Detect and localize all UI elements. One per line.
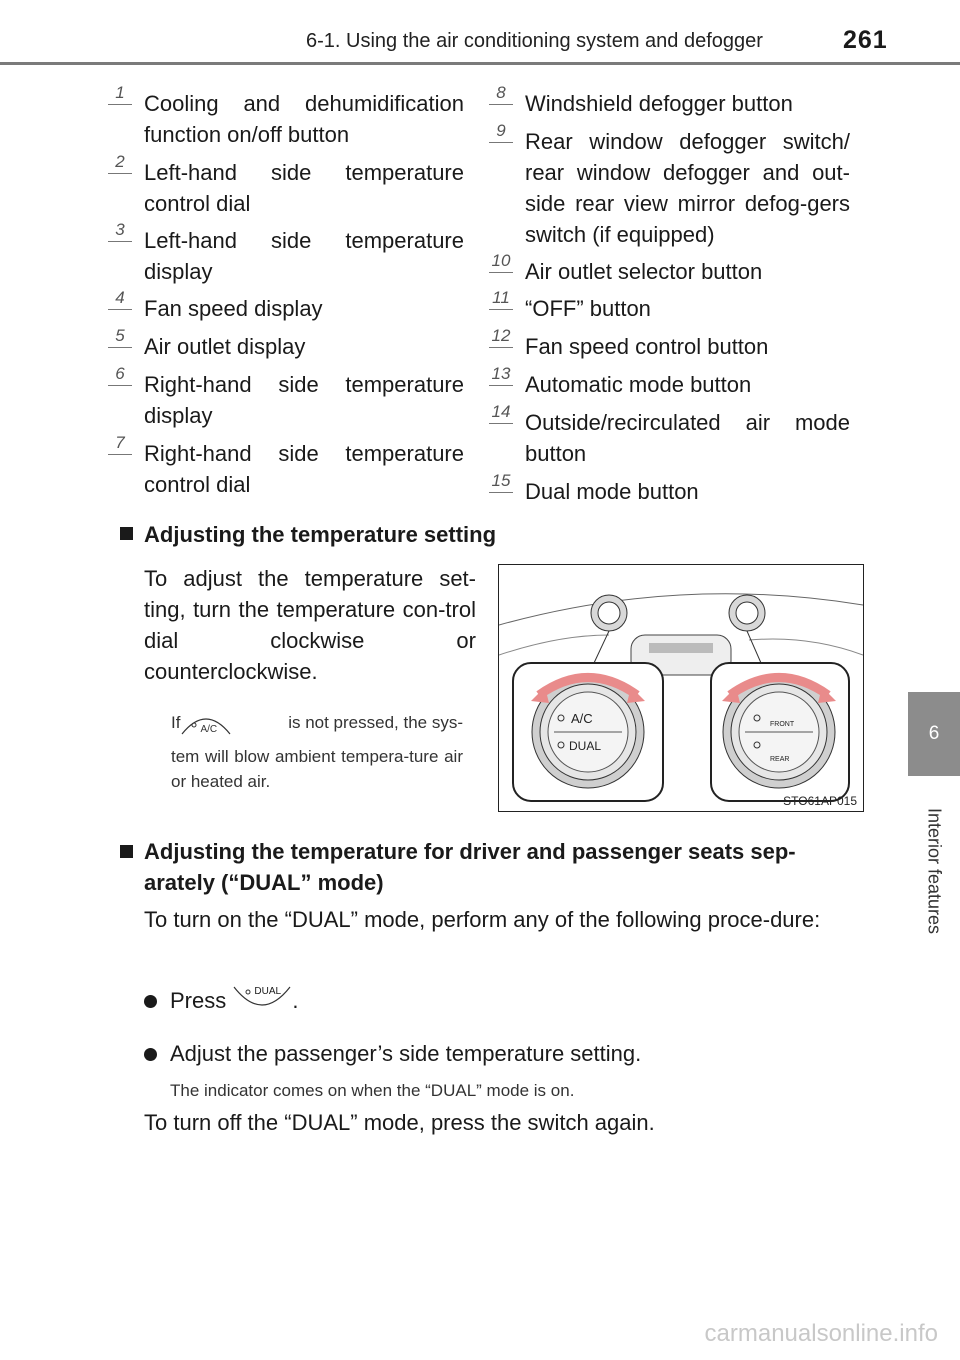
legend-item: 6 Right-hand side temperature display: [108, 364, 464, 431]
legend-text: Windshield defogger button: [525, 91, 793, 116]
section-heading-dual: Adjusting the temperature for driver and…: [120, 836, 856, 898]
round-bullet-icon: [144, 995, 157, 1008]
legend-item: 8 Windshield defogger button: [489, 83, 850, 119]
legend-text: Left-hand side temperature display: [144, 228, 464, 284]
ac-button-label: A/C: [200, 724, 218, 735]
legend-number: 10: [489, 250, 513, 273]
bullet-suffix: .: [292, 988, 299, 1013]
legend-item: 7 Right-hand side temperature control di…: [108, 433, 464, 500]
legend-number: 6: [108, 363, 132, 386]
temperature-note-line-2: tem will blow ambient tempera-ture air o…: [171, 747, 463, 791]
legend-item: 1 Cooling and dehumidification function …: [108, 83, 464, 150]
legend-item: 9 Rear window defogger switch/ rear wind…: [489, 121, 850, 250]
legend-text: Fan speed control button: [525, 334, 769, 359]
temperature-instructions: To adjust the temperature set-ting, turn…: [144, 566, 476, 684]
section-heading-text: Adjusting the temperature for driver and…: [144, 839, 796, 895]
dual-off-instructions: To turn off the “DUAL” mode, press the s…: [144, 1110, 655, 1135]
legend-text: Cooling and dehumidification function on…: [144, 91, 464, 147]
dial-label-ac: A/C: [571, 711, 593, 726]
chapter-tab-title: Interior features: [908, 776, 960, 966]
figure-code: STO61AP015: [783, 794, 857, 808]
climate-dials-illustration: A/C DUAL FRONT REAR STO61AP015: [498, 564, 864, 812]
legend-number: 11: [489, 287, 513, 310]
legend-number: 2: [108, 151, 132, 174]
legend-number: 14: [489, 401, 513, 424]
chapter-tab-number: 6: [908, 692, 960, 776]
legend-item: 10 Air outlet selector button: [489, 251, 850, 287]
legend-number: 13: [489, 363, 513, 386]
dual-intro: To turn on the “DUAL” mode, perform any …: [144, 907, 821, 932]
round-bullet-icon: [144, 1048, 157, 1061]
legend-item: 3 Left-hand side temperature display: [108, 220, 464, 287]
dual-bullet-press: Press DUAL .: [144, 986, 299, 1015]
dial-label-dual: DUAL: [569, 739, 601, 753]
legend-item: 11 “OFF” button: [489, 288, 850, 324]
legend-text: Air outlet selector button: [525, 259, 763, 284]
legend-item: 15 Dual mode button: [489, 471, 850, 507]
temperature-note-line-1: If A/C is not pressed, the sys-: [171, 708, 463, 736]
note-suffix: is not pressed, the sys-: [288, 712, 463, 732]
legend-number: 7: [108, 432, 132, 455]
legend-number: 9: [489, 120, 513, 143]
dual-button-icon: DUAL: [232, 983, 292, 1015]
legend-text: Automatic mode button: [525, 372, 752, 397]
dual-button-label: DUAL: [254, 986, 282, 998]
legend-number: 5: [108, 325, 132, 348]
dual-indicator-note: The indicator comes on when the “DUAL” m…: [170, 1081, 575, 1100]
bullet-text: Adjust the passenger’s side temperature …: [170, 1041, 642, 1066]
square-bullet-icon: [120, 845, 133, 858]
legend-item: 5 Air outlet display: [108, 326, 464, 362]
legend-text: Rear window defogger switch/ rear window…: [525, 129, 850, 247]
bullet-prefix: Press: [170, 988, 227, 1013]
legend-item: 2 Left-hand side temperature control dia…: [108, 152, 464, 219]
running-header-section: 6-1. Using the air conditioning system a…: [306, 30, 763, 52]
dials-drawing: A/C DUAL FRONT REAR: [498, 593, 864, 802]
section-heading-text: Adjusting the temperature setting: [144, 522, 497, 547]
dial-label-front: FRONT: [770, 721, 795, 728]
legend-text: “OFF” button: [525, 296, 651, 321]
legend-number: 1: [108, 82, 132, 105]
legend-text: Right-hand side temperature display: [144, 372, 464, 428]
legend-number: 12: [489, 325, 513, 348]
legend-number: 3: [108, 219, 132, 242]
legend-number: 8: [489, 82, 513, 105]
legend-text: Dual mode button: [525, 479, 699, 504]
header-rule: [0, 62, 960, 65]
ac-button-icon: A/C: [180, 708, 232, 736]
square-bullet-icon: [120, 527, 133, 540]
legend-item: 12 Fan speed control button: [489, 326, 850, 362]
legend-number: 15: [489, 470, 513, 493]
legend-text: Air outlet display: [144, 334, 306, 359]
watermark: carmanualsonline.info: [704, 1320, 938, 1347]
legend-item: 4 Fan speed display: [108, 288, 464, 324]
legend-text: Fan speed display: [144, 296, 323, 321]
chapter-tab-title-text: Interior features: [924, 807, 945, 935]
legend-item: 13 Automatic mode button: [489, 364, 850, 400]
legend-text: Outside/recirculated air mode button: [525, 410, 850, 466]
legend-item: 14 Outside/recirculated air mode button: [489, 402, 850, 469]
page-number: 261: [843, 26, 888, 54]
dial-label-rear: REAR: [770, 756, 789, 763]
legend-number: 4: [108, 287, 132, 310]
section-heading-temperature: Adjusting the temperature setting: [120, 522, 497, 548]
legend-text: Left-hand side temperature control dial: [144, 160, 464, 216]
legend-text: Right-hand side temperature control dial: [144, 441, 464, 497]
dual-bullet-adjust: Adjust the passenger’s side temperature …: [144, 1041, 642, 1067]
temperature-note: If A/C is not pressed, the sys- tem will…: [171, 708, 463, 794]
note-prefix: If: [171, 712, 181, 732]
